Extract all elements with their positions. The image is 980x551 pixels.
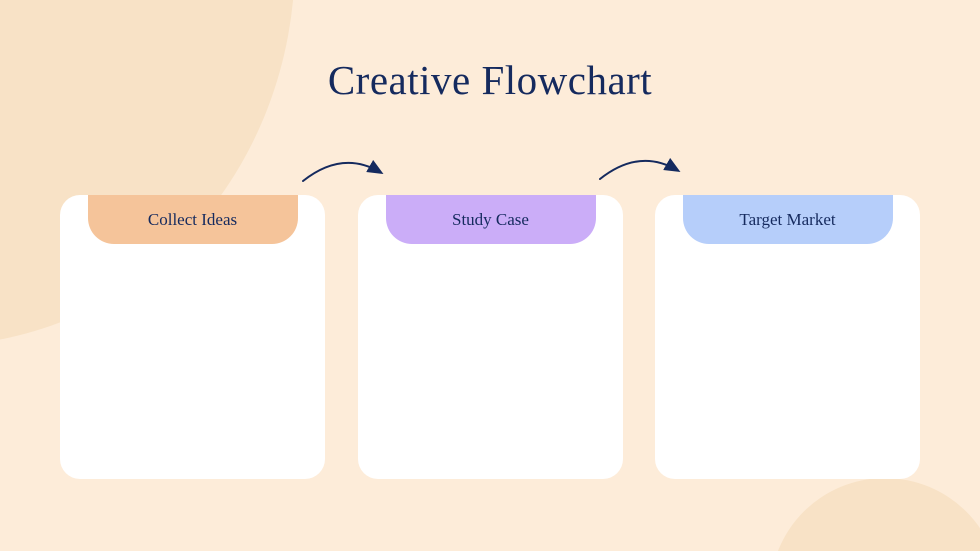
flowchart-card-target-market: Target Market — [655, 195, 920, 479]
card-tab-target-market: Target Market — [682, 195, 893, 244]
card-tab-study-case: Study Case — [385, 195, 596, 244]
background-blob-bottom-right — [770, 478, 980, 551]
curved-arrow-icon-2 — [599, 157, 681, 180]
flowchart-card-collect-ideas: Collect Ideas — [60, 195, 325, 479]
page-title: Creative Flowchart — [327, 57, 653, 103]
card-tab-label: Target Market — [739, 209, 836, 229]
flowchart-card-study-case: Study Case — [358, 195, 623, 479]
curved-arrow-icon-1 — [302, 159, 384, 182]
card-tab-label: Study Case — [452, 209, 529, 229]
card-tab-label: Collect Ideas — [147, 209, 238, 229]
card-tab-collect-ideas: Collect Ideas — [87, 195, 298, 244]
